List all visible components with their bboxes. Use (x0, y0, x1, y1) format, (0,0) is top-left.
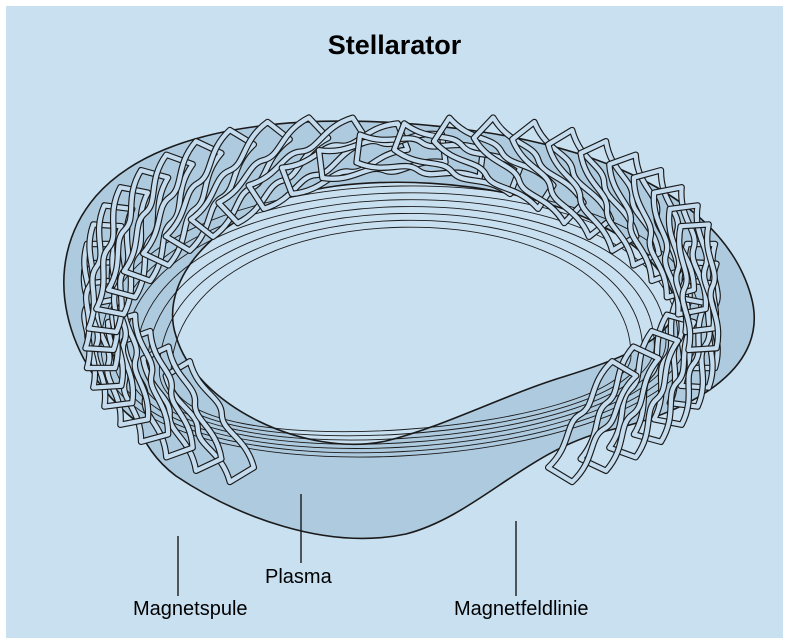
label-plasma: Plasma (265, 566, 332, 589)
label-magnetfeldlinie: Magnetfeldlinie (454, 598, 589, 621)
label-magnetspule: Magnetspule (133, 598, 248, 621)
diagram-frame: Stellarator Magnetspule Plasma Magnetfel… (6, 6, 783, 638)
stellarator-illustration (6, 6, 783, 638)
